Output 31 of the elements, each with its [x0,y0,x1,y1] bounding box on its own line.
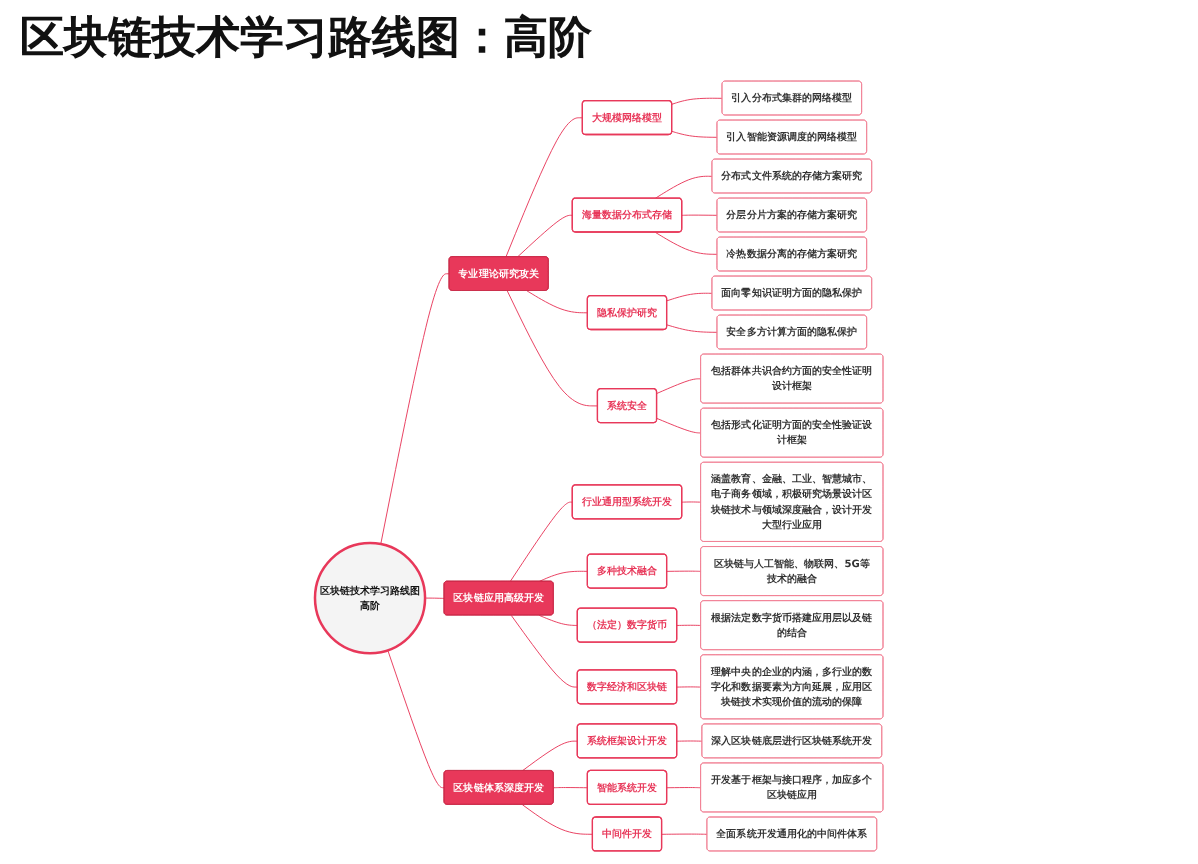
connector [505,117,584,258]
connector [553,787,589,789]
connector [656,378,702,394]
connector [538,570,589,582]
connector [666,292,713,302]
connector [510,614,579,688]
connector [387,649,445,789]
connector [526,290,589,314]
connector [521,804,594,835]
connector [661,833,708,835]
connector [666,570,702,572]
connector [424,597,445,599]
connector [654,175,713,199]
connector [671,130,718,138]
title: 区块链技术学习路线图：高阶 [20,11,594,68]
connector [521,740,579,772]
connector [676,740,703,742]
connector [517,214,574,258]
connector [538,614,579,626]
connector [656,417,702,434]
connector [676,686,702,688]
connector [681,501,702,503]
connector [654,231,718,255]
connector [681,214,718,216]
connector [666,324,718,333]
connector [380,273,450,545]
connector [666,787,702,789]
connector [676,624,702,626]
connector [506,290,599,407]
connector [509,501,574,582]
connector [671,97,723,105]
